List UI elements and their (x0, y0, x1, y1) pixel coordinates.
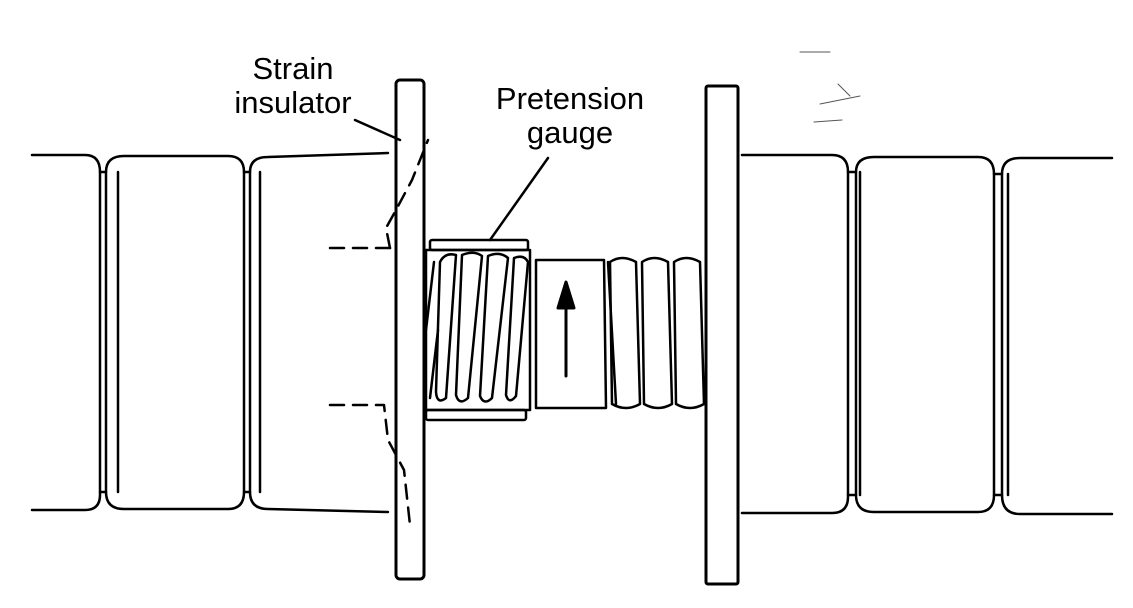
right-flange-plate (704, 84, 740, 586)
strain-insulator-label-line2: insulator (234, 85, 352, 120)
spiral-tube (534, 256, 706, 410)
pretension-gauge-label-line1: Pretension (495, 81, 645, 116)
pretension-gauge-leader (488, 156, 550, 242)
scan-marks (799, 51, 861, 123)
right-bellows (740, 153, 1114, 516)
strain-insulator-label: Strain insulator (208, 52, 378, 120)
pretension-gauge (424, 238, 532, 422)
left-bellows (30, 151, 390, 514)
pretension-gauge-label: Pretension gauge (475, 82, 665, 150)
strain-insulator-plate (394, 78, 426, 581)
up-arrow-icon (556, 280, 576, 378)
inner-tube-dashed (328, 138, 430, 527)
strain-insulator-label-line1: Strain (252, 51, 334, 86)
pretension-gauge-label-line2: gauge (526, 115, 614, 150)
strain-insulator-leader (353, 118, 402, 142)
